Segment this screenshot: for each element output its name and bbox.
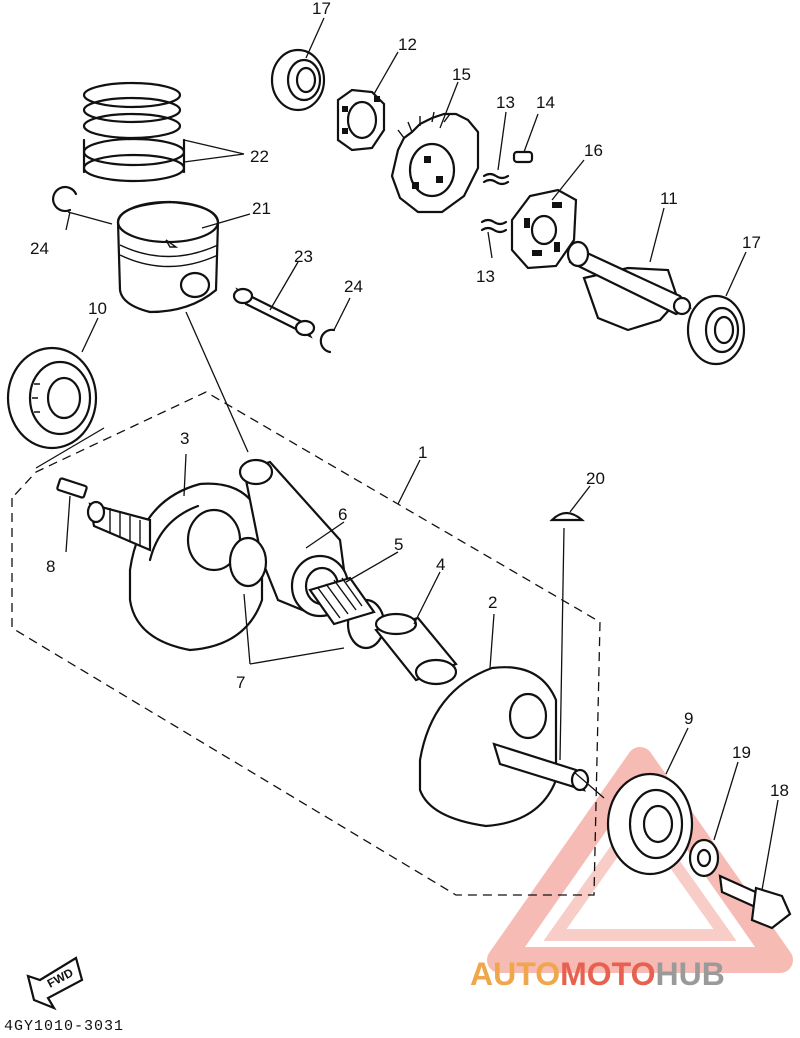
label-part-17-top: 17	[312, 0, 331, 18]
label-part-23: 23	[294, 247, 313, 266]
dowel-pin-14	[512, 150, 534, 164]
crank-web-right	[418, 666, 590, 828]
label-part-9: 9	[684, 709, 693, 728]
gear-plate	[510, 188, 578, 270]
label-part-3: 3	[180, 429, 189, 448]
label-part-14: 14	[536, 93, 555, 112]
label-part-17-right: 17	[742, 233, 761, 252]
spring-upper	[482, 172, 510, 186]
label-part-5: 5	[394, 535, 403, 554]
label-part-18: 18	[770, 781, 789, 800]
label-part-22: 22	[250, 147, 269, 166]
bolt-18	[718, 874, 792, 930]
document-code: 4GY1010-3031	[4, 1018, 125, 1035]
label-part-12: 12	[398, 35, 417, 54]
bearing-10	[6, 346, 98, 450]
bearing-9	[606, 772, 694, 876]
label-part-20: 20	[586, 469, 605, 488]
label-part-10: 10	[88, 299, 107, 318]
leader-lines	[35, 17, 779, 891]
piston	[116, 200, 220, 314]
label-part-8: 8	[46, 557, 55, 576]
circlip-left	[52, 185, 78, 213]
woodruff-key-8	[56, 477, 88, 499]
label-part-19: 19	[732, 743, 751, 762]
balancer-shaft	[566, 240, 692, 332]
label-part-13-top: 13	[496, 93, 515, 112]
label-part-2: 2	[488, 593, 497, 612]
thrust-washer-left	[228, 536, 268, 588]
piston-pin	[232, 287, 316, 339]
label-part-21: 21	[252, 199, 271, 218]
piston-rings	[82, 81, 186, 183]
label-part-6: 6	[338, 505, 347, 524]
bearing-17-top	[270, 48, 326, 112]
circlip-right	[319, 328, 336, 354]
label-part-24-left: 24	[30, 239, 49, 258]
label-part-7: 7	[236, 673, 245, 692]
label-part-1: 1	[418, 443, 427, 462]
balancer-drive-gear	[336, 88, 386, 152]
label-part-24-right: 24	[344, 277, 363, 296]
watermark-logo-text: AUTOMOTOHUB	[470, 956, 725, 992]
forward-arrow: FWD	[26, 956, 84, 1011]
woodruff-key-20	[549, 511, 585, 522]
crank-pin	[374, 612, 458, 686]
spring-lower	[480, 218, 508, 234]
label-part-4: 4	[436, 555, 445, 574]
primary-drive-gear	[390, 111, 480, 214]
needle-bearing	[308, 576, 376, 626]
label-part-13-bottom: 13	[476, 267, 495, 286]
bearing-17-right	[686, 294, 746, 366]
label-part-15: 15	[452, 65, 471, 84]
crank-assembly-outline	[11, 391, 601, 896]
label-part-11: 11	[660, 189, 678, 208]
washer-19	[688, 838, 720, 878]
label-part-16: 16	[584, 141, 603, 160]
